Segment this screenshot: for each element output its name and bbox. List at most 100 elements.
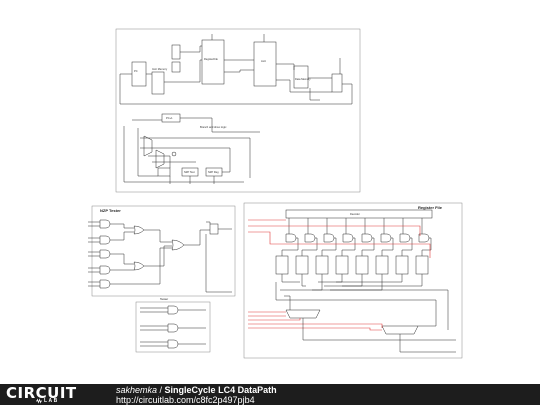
register-cells bbox=[275, 255, 429, 275]
wire bbox=[180, 45, 202, 53]
credit-line: sakhemka / SingleCycle LC4 DataPath bbox=[116, 385, 277, 395]
register-enable-gate bbox=[418, 233, 430, 243]
and-gate bbox=[167, 305, 179, 315]
block-d bbox=[157, 167, 171, 177]
label-pc: PC bbox=[134, 69, 138, 73]
tester-frame bbox=[135, 301, 211, 353]
regfile-title: Register File bbox=[418, 205, 443, 210]
small-block-b bbox=[171, 61, 181, 73]
register-enable-gate bbox=[399, 233, 411, 243]
mux-block bbox=[209, 223, 219, 235]
register-cell bbox=[295, 255, 309, 275]
circuit-url[interactable]: http://circuitlab.com/c8fc2p497pjb4 bbox=[116, 395, 255, 405]
top-labels: ALU RegisterFile PC PC+1 Branch and dmux… bbox=[134, 57, 311, 174]
label-regfile: RegisterFile bbox=[204, 57, 218, 61]
register-cell bbox=[395, 255, 409, 275]
register-file: Register File Decoder bbox=[243, 202, 463, 359]
wire bbox=[164, 59, 202, 83]
wire bbox=[180, 117, 260, 133]
register-enable-gates bbox=[285, 233, 430, 243]
top-datapath bbox=[115, 28, 361, 193]
output-wires bbox=[275, 282, 456, 353]
and-gate bbox=[167, 323, 179, 333]
or-gate bbox=[133, 225, 145, 235]
mux-symbol bbox=[143, 135, 153, 157]
register-enable-gate bbox=[323, 233, 335, 243]
footer-bar: CIRCUIT LAB sakhemka / SingleCycle LC4 D… bbox=[0, 384, 540, 405]
mux-symbol bbox=[155, 149, 165, 169]
wire bbox=[276, 79, 332, 93]
junction bbox=[171, 151, 177, 157]
wire bbox=[276, 63, 295, 70]
register-output-line bbox=[342, 274, 423, 287]
register-cell bbox=[315, 255, 329, 275]
resistor-icon bbox=[36, 398, 42, 404]
highlight-wires bbox=[248, 219, 431, 331]
nzp-tester: NZP Tester bbox=[88, 205, 236, 297]
circuitlab-logo[interactable]: CIRCUIT bbox=[6, 384, 77, 402]
and-gate bbox=[99, 265, 111, 275]
or-gate bbox=[133, 261, 145, 271]
wire bbox=[224, 69, 254, 73]
register-cell bbox=[335, 255, 349, 275]
nzp-frame bbox=[91, 205, 236, 297]
enable-line bbox=[281, 237, 299, 256]
register-output-line bbox=[336, 274, 403, 283]
register-cell bbox=[375, 255, 389, 275]
credit-separator: / bbox=[157, 385, 165, 395]
enable-line bbox=[401, 237, 413, 256]
label-data-memory: Data Memory bbox=[295, 77, 311, 81]
label-nzp-test: NZP Test bbox=[184, 170, 195, 174]
enable-line bbox=[421, 237, 432, 256]
register-enable-gate bbox=[342, 233, 354, 243]
label-nzp-reg: NZP Reg bbox=[208, 170, 219, 174]
nzp-tester-title: NZP Tester bbox=[100, 208, 121, 213]
register-cell bbox=[415, 255, 429, 275]
enable-line bbox=[341, 237, 356, 256]
schematic-canvas: ALU RegisterFile PC PC+1 Branch and dmux… bbox=[88, 28, 463, 359]
and-gate bbox=[99, 219, 111, 229]
output-mux-a bbox=[285, 309, 321, 319]
decoder-label: Decoder bbox=[350, 212, 360, 216]
regfile-block bbox=[201, 39, 225, 85]
circuit-title: SingleCycle LC4 DataPath bbox=[164, 385, 277, 395]
label-alu: ALU bbox=[261, 59, 266, 63]
register-output-line bbox=[281, 274, 300, 283]
and-gate bbox=[167, 339, 179, 349]
and-gate bbox=[99, 235, 111, 245]
wire bbox=[309, 88, 320, 101]
instr-memory-block bbox=[151, 71, 165, 95]
decoder-block bbox=[285, 209, 433, 219]
alu-block bbox=[253, 41, 277, 87]
wire bbox=[137, 128, 158, 177]
enable-line bbox=[361, 237, 375, 256]
regfile-frame bbox=[243, 202, 463, 359]
nzp-gates bbox=[99, 219, 219, 289]
and-gate bbox=[99, 249, 111, 259]
or-gate bbox=[171, 239, 185, 251]
nzp-wires bbox=[88, 221, 232, 293]
register-enable-gate bbox=[285, 233, 297, 243]
and-gate bbox=[99, 279, 111, 289]
label-imem: Instr Memory bbox=[152, 67, 168, 71]
circuitlab-logo-sub: LAB bbox=[44, 398, 59, 404]
mux-right bbox=[331, 73, 343, 93]
author-name[interactable]: sakhemka bbox=[116, 385, 158, 395]
wire bbox=[140, 137, 251, 178]
register-cell bbox=[355, 255, 369, 275]
register-output-line bbox=[324, 274, 363, 287]
register-enable-gate bbox=[304, 233, 316, 243]
wire bbox=[119, 74, 353, 105]
register-cell bbox=[275, 255, 289, 275]
top-frame bbox=[115, 28, 361, 193]
enable-line bbox=[381, 237, 394, 256]
register-enable-gate bbox=[380, 233, 392, 243]
enable-line bbox=[301, 237, 318, 256]
wire bbox=[140, 147, 231, 173]
register-output-line bbox=[318, 274, 343, 283]
tester: Tester bbox=[135, 297, 211, 353]
data-memory-block bbox=[293, 65, 309, 89]
tester-title: Tester bbox=[160, 297, 168, 301]
wire bbox=[148, 155, 171, 168]
register-enable-gate bbox=[361, 233, 373, 243]
